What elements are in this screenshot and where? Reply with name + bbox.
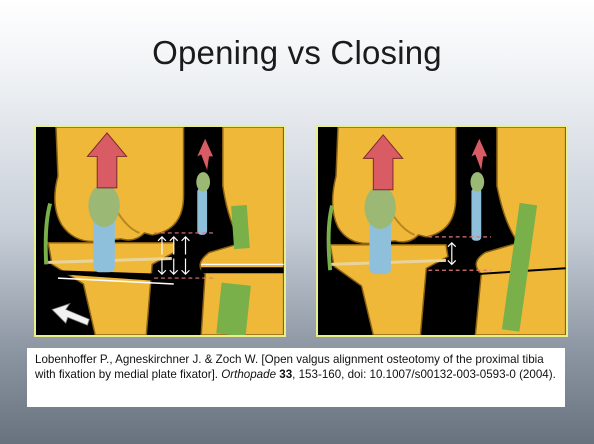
femur-bone — [333, 127, 456, 243]
slide-title: Opening vs Closing — [0, 34, 594, 72]
citation-pages-doi: , 153-160, doi: 10.1007/s00132-003-0593-… — [292, 368, 556, 381]
medial-ligament — [46, 204, 50, 265]
lateral-green-ligament — [231, 205, 250, 249]
closing-wedge-illustration — [318, 127, 566, 335]
opening-wedge-figure — [34, 125, 286, 337]
rotation-arrow — [52, 304, 89, 326]
femur-bone — [55, 127, 184, 241]
citation-caption: Lobenhoffer P., Agneskirchner J. & Zoch … — [27, 348, 565, 407]
citation-journal: Orthopade — [221, 368, 276, 381]
citation-volume: 33 — [279, 368, 292, 381]
citation-authors: Lobenhoffer P., Agneskirchner J. & Zoch … — [35, 353, 261, 366]
closing-wedge-figure — [316, 125, 568, 337]
opening-wedge-illustration — [36, 127, 284, 335]
